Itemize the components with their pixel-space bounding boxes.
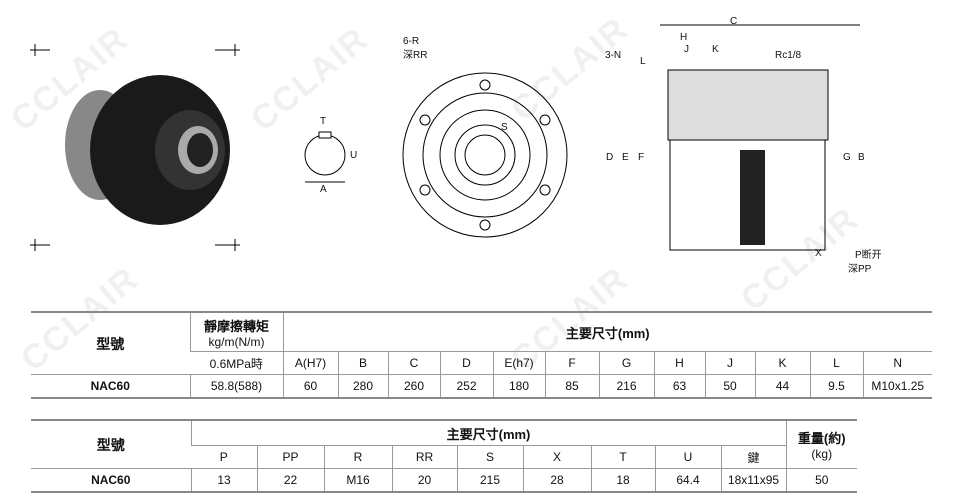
col-header: R xyxy=(323,445,392,469)
value-cell: 215 xyxy=(456,468,523,493)
dim-l-label: L xyxy=(640,56,646,67)
col-header: X xyxy=(522,445,591,469)
weight-header: 重量(約) xyxy=(797,431,846,446)
dim-a-label: A xyxy=(320,184,327,195)
dim-g-label: G xyxy=(843,152,851,163)
value-cell: 13 xyxy=(190,468,257,493)
col-header: U xyxy=(654,445,721,469)
value-cell: 260 xyxy=(387,374,440,399)
value-cell: 44 xyxy=(754,374,810,399)
dims-header: 主要尺寸(mm) xyxy=(190,419,786,446)
front-view-drawing: 6-R 深RR S xyxy=(402,36,568,238)
value-cell: 63 xyxy=(653,374,705,399)
col-header: K xyxy=(754,351,810,375)
value-cell: 20 xyxy=(391,468,457,493)
col-header: 鍵 xyxy=(720,445,786,469)
dim-t-label: T xyxy=(320,116,326,127)
value-cell: 85 xyxy=(544,374,599,399)
dim-d-label: D xyxy=(606,152,613,163)
value-cell: 50 xyxy=(704,374,755,399)
value-cell: 60 xyxy=(282,374,338,399)
col-header: H xyxy=(653,351,705,375)
value-cell: 22 xyxy=(256,468,324,493)
col-header: J xyxy=(704,351,755,375)
col-header: PP xyxy=(256,445,324,469)
col-header: A(H7) xyxy=(282,351,338,375)
dim-pp-label: 深PP xyxy=(848,263,872,275)
col-header: N xyxy=(862,351,932,375)
col-header: P xyxy=(191,445,257,469)
col-header: S xyxy=(456,445,523,469)
value-cell: 28 xyxy=(522,468,591,493)
col-header: RR xyxy=(391,445,457,469)
dim-p-label: P断开 xyxy=(855,248,882,261)
torque-unit: kg/m(N/m) xyxy=(208,334,265,349)
dim-c-label: C xyxy=(730,16,737,27)
dim-e-label: E xyxy=(622,152,629,163)
value-cell: 9.5 xyxy=(809,374,863,399)
dims-header: 主要尺寸(mm) xyxy=(282,311,932,352)
value-cell: 64.4 xyxy=(654,468,721,493)
dim-rr-label: 深RR xyxy=(403,49,427,61)
dim-h-label: H xyxy=(680,32,687,43)
col-header: G xyxy=(598,351,654,375)
section-view-drawing: C H J K 3-N L Rc1/8 D E F G B X P断开 深PP xyxy=(605,16,882,275)
value-cell: 180 xyxy=(492,374,545,399)
value-cell: 252 xyxy=(439,374,493,399)
torque-header: 靜摩擦轉矩 xyxy=(203,318,269,334)
col-header: L xyxy=(809,351,863,375)
value-cell: 18 xyxy=(590,468,655,493)
torque-cell: 58.8(588) xyxy=(189,374,283,399)
col-header: C xyxy=(387,351,440,375)
dim-x-label: X xyxy=(815,248,822,259)
keyway-drawing: T U A xyxy=(304,116,357,195)
clutch-photo xyxy=(30,44,240,251)
dim-s-label: S xyxy=(501,122,508,133)
col-header: F xyxy=(544,351,599,375)
pressure-header: 0.6MPa時 xyxy=(190,351,283,375)
col-header: D xyxy=(439,351,493,375)
model-header: 型號 xyxy=(31,311,190,375)
value-cell: 216 xyxy=(598,374,654,399)
weight-cell: 50 xyxy=(785,468,857,493)
col-header: E(h7) xyxy=(492,351,545,375)
dim-k-label: K xyxy=(712,44,719,55)
col-header: B xyxy=(337,351,388,375)
value-cell: M10x1.25 xyxy=(862,374,932,399)
dim-u-label: U xyxy=(350,150,357,161)
dim-n-label: 3-N xyxy=(605,50,621,61)
col-header: T xyxy=(590,445,655,469)
model-cell: NAC60 xyxy=(31,374,190,399)
dim-b-label: B xyxy=(858,152,865,163)
model-header: 型號 xyxy=(31,419,191,469)
dim-j-label: J xyxy=(684,44,689,55)
dim-rc-label: Rc1/8 xyxy=(775,50,802,61)
value-cell: 280 xyxy=(337,374,388,399)
dim-r-label: 6-R xyxy=(403,36,419,47)
value-cell: M16 xyxy=(323,468,392,493)
dim-f-label: F xyxy=(638,152,644,163)
weight-unit: (kg) xyxy=(811,447,833,461)
model-cell: NAC60 xyxy=(31,468,191,493)
value-cell: 18x11x95 xyxy=(720,468,786,493)
